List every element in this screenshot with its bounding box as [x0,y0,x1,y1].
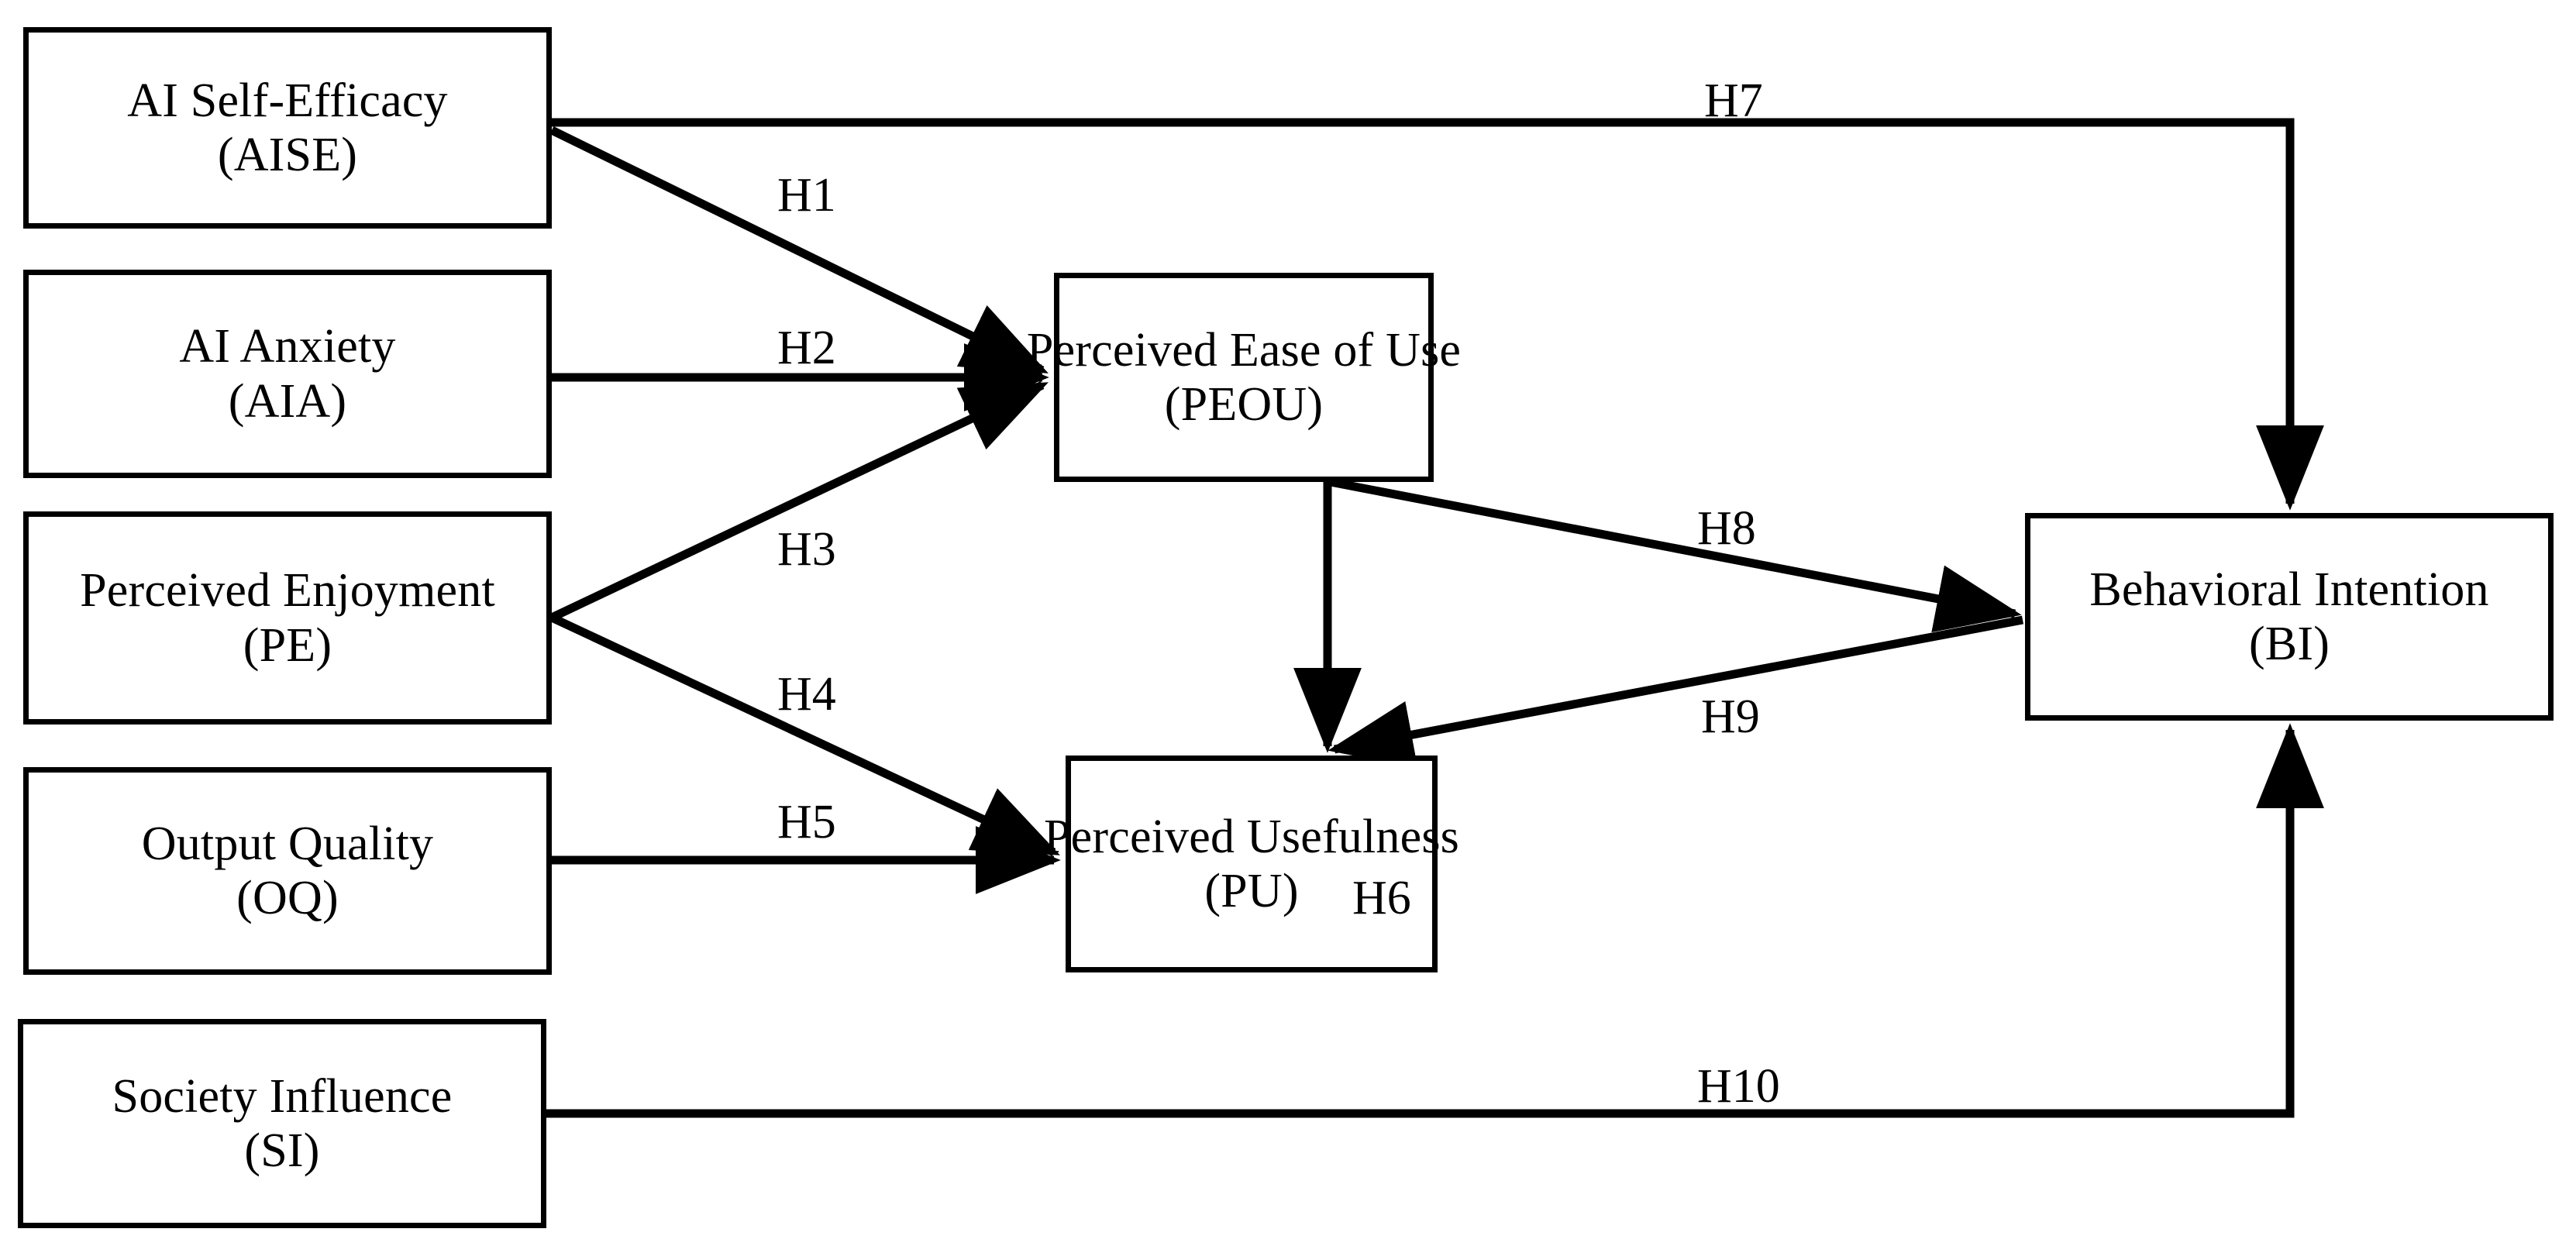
node-oq-abbr: (OQ) [236,872,339,924]
edge-label-h2: H2 [777,322,836,374]
node-peou-name: Perceived Ease of Use [1026,323,1462,377]
edge-label-h3: H3 [777,523,836,576]
node-si-abbr: (SI) [244,1124,320,1177]
edge-label-h7: H7 [1704,74,1763,127]
node-peou-abbr: (PEOU) [1164,378,1324,431]
node-bi-abbr: (BI) [2248,618,2330,670]
node-pe[interactable]: Perceived Enjoyment (PE) [23,511,552,725]
edge-label-h5: H5 [777,796,836,848]
node-aia-name: AI Anxiety [179,320,396,373]
node-pu[interactable]: Perceived Usefulness (PU) [1044,756,1459,972]
edge-label-h6: H6 [1352,872,1411,924]
node-pu-abbr: (PU) [1204,865,1299,917]
edge-label-h9: H9 [1701,690,1760,743]
node-aise[interactable]: AI Self-Efficacy (AISE) [23,27,552,229]
node-aia-abbr: (AIA) [228,374,347,428]
node-aise-name: AI Self-Efficacy [127,74,448,127]
node-si[interactable]: Society Influence (SI) [18,1019,546,1228]
edge-label-h8: H8 [1697,502,1756,555]
node-oq[interactable]: Output Quality (OQ) [23,767,552,975]
node-pu-name: Perceived Usefulness [1044,810,1459,863]
node-oq-name: Output Quality [141,817,434,870]
node-aise-abbr: (AISE) [217,129,358,181]
edge-label-h4: H4 [777,668,836,721]
edge-h8 [1329,477,2022,633]
node-pe-abbr: (PE) [243,618,332,672]
edge-h9 [1328,615,2024,769]
node-bi-name: Behavioral Intention [2089,563,2489,616]
edge-h1 [549,126,1049,374]
node-bi[interactable]: Behavioral Intention (BI) [2025,513,2554,721]
node-aia[interactable]: AI Anxiety (AIA) [23,270,552,478]
node-pe-name: Perceived Enjoyment [80,564,495,618]
edge-h10 [546,723,2324,1118]
edge-label-h10: H10 [1697,1060,1780,1113]
edge-h4 [549,614,1060,856]
edge-h7 [552,118,2324,511]
node-si-name: Society Influence [112,1069,453,1123]
edge-label-h1: H1 [777,169,836,222]
edge-h3 [549,381,1049,621]
node-peou[interactable]: Perceived Ease of Use (PEOU) [1027,273,1461,482]
